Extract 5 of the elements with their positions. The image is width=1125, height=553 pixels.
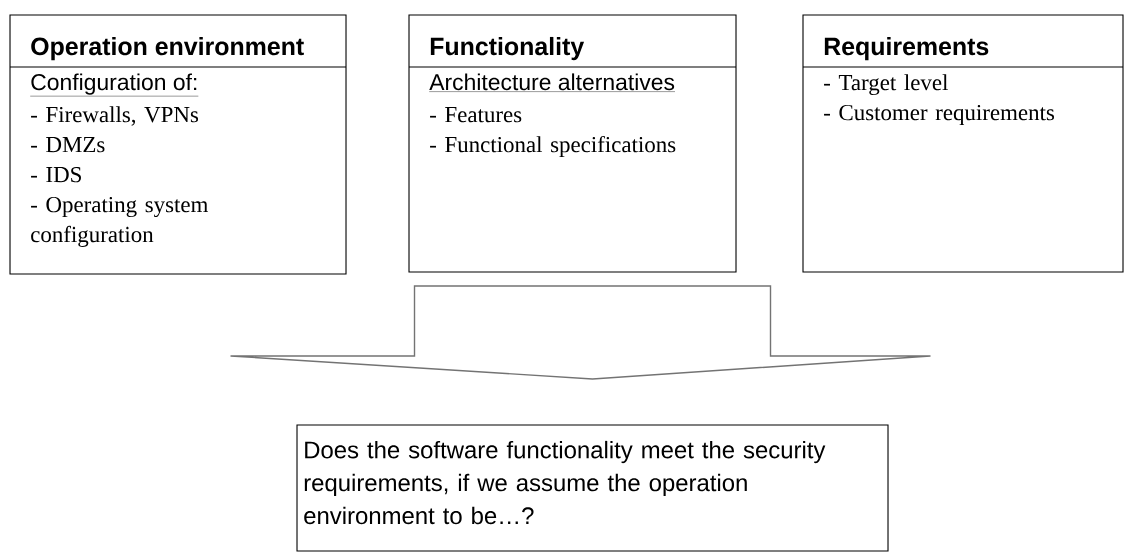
category-box: Operation environment Configuration of: - Firewalls, VPNs - DMZs - IDS - Operating system configuration xyxy=(9,14,347,275)
question-box: Does the software functionality meet the security requirements, if we assume the operation environment to be…? xyxy=(296,424,889,552)
category-box: Functionality Architecture alternatives - Features - Functional specifications xyxy=(408,14,737,273)
category-box: Requirements - Target level - Customer requirements xyxy=(802,14,1124,273)
block-arrow xyxy=(229,285,932,380)
